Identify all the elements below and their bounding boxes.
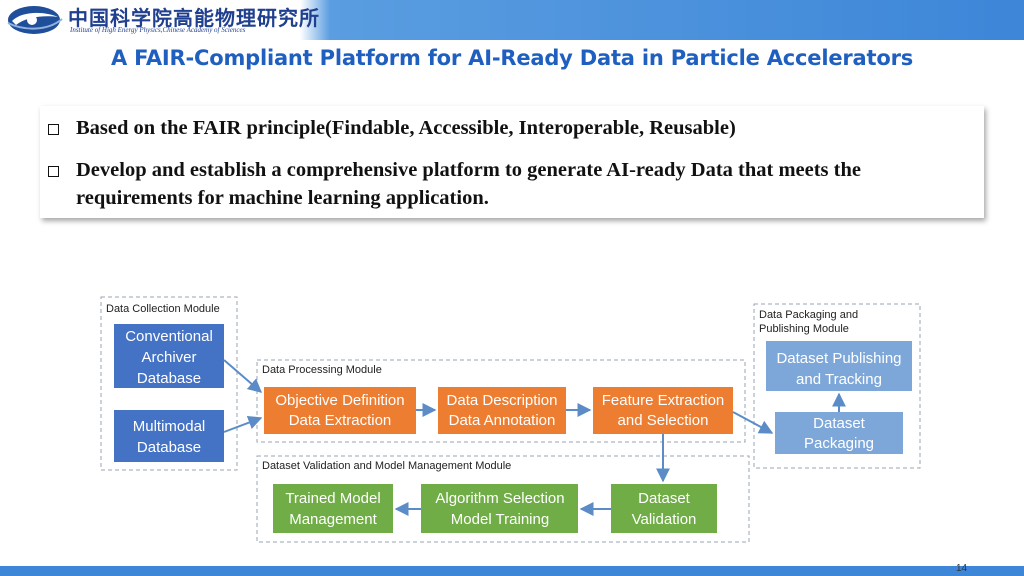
svg-text:and Tracking: and Tracking (796, 371, 882, 388)
svg-text:Dataset Publishing: Dataset Publishing (776, 350, 901, 367)
svg-text:and Selection: and Selection (618, 412, 709, 429)
node-dataset-publishing: Dataset Publishing and Tracking (766, 341, 912, 391)
logo-chinese-text: 中国科学院高能物理研究所 (68, 6, 320, 30)
header-bar (0, 0, 1024, 40)
packaging-module-frame (753, 303, 921, 469)
collection-module-label: Data Collection Module (106, 303, 220, 315)
svg-text:Data Description: Data Description (447, 392, 558, 409)
svg-text:Database: Database (137, 370, 201, 387)
footer-bar (0, 566, 1024, 576)
packaging-module-label: Data Packaging and (759, 309, 858, 321)
bullet-text: Develop and establish a comprehensive pl… (76, 159, 861, 209)
processing-module-frame (256, 359, 746, 443)
svg-text:Dataset: Dataset (638, 490, 691, 507)
node-trained-model: Trained Model Management (273, 484, 393, 533)
node-dataset-packaging: Dataset Packaging (775, 412, 903, 454)
square-bullet-icon (48, 166, 59, 177)
bullet-text: Based on the FAIR principle(Findable, Ac… (76, 117, 736, 139)
node-conventional-archiver: Conventional Archiver Database (114, 324, 224, 388)
svg-text:Data Annotation: Data Annotation (449, 412, 556, 429)
svg-text:Packaging: Packaging (804, 435, 874, 452)
node-dataset-validation: Dataset Validation (611, 484, 717, 533)
institute-logo (7, 6, 63, 34)
svg-text:Feature Extraction: Feature Extraction (602, 392, 725, 409)
logo-english-text: Institute of High Energy Physics,Chinese… (70, 26, 246, 34)
packaging-module-label: Publishing Module (759, 323, 849, 335)
svg-text:Model Training: Model Training (451, 511, 549, 528)
svg-text:Archiver: Archiver (141, 349, 196, 366)
svg-text:Data Extraction: Data Extraction (289, 412, 392, 429)
svg-text:Trained Model: Trained Model (285, 490, 380, 507)
arrow-multimodal-to-objective (223, 415, 263, 433)
node-algorithm-selection: Algorithm Selection Model Training (421, 484, 578, 533)
svg-text:Conventional: Conventional (125, 328, 213, 345)
arrow-archiver-to-objective (223, 359, 263, 393)
processing-module-label: Data Processing Module (262, 364, 382, 376)
square-bullet-icon (48, 124, 59, 135)
validation-module-frame (256, 455, 750, 543)
slide-title: A FAIR-Compliant Platform for AI-Ready D… (110, 46, 914, 70)
svg-text:Validation: Validation (632, 511, 697, 528)
arrow-feature-to-packaging (732, 411, 774, 434)
svg-text:Multimodal: Multimodal (133, 418, 206, 435)
page-number: 14 (956, 563, 968, 574)
svg-text:Dataset: Dataset (813, 415, 866, 432)
svg-text:Database: Database (137, 439, 201, 456)
svg-text:Objective Definition: Objective Definition (275, 392, 404, 409)
node-data-description: Data Description Data Annotation (438, 387, 566, 434)
node-objective-definition: Objective Definition Data Extraction (264, 387, 416, 434)
validation-module-label: Dataset Validation and Model Management … (262, 460, 511, 472)
node-multimodal-database: Multimodal Database (114, 410, 224, 462)
svg-text:Algorithm Selection: Algorithm Selection (435, 490, 564, 507)
svg-text:Management: Management (289, 511, 377, 528)
bullet-box: Based on the FAIR principle(Findable, Ac… (40, 106, 984, 218)
node-feature-extraction: Feature Extraction and Selection (593, 387, 733, 434)
